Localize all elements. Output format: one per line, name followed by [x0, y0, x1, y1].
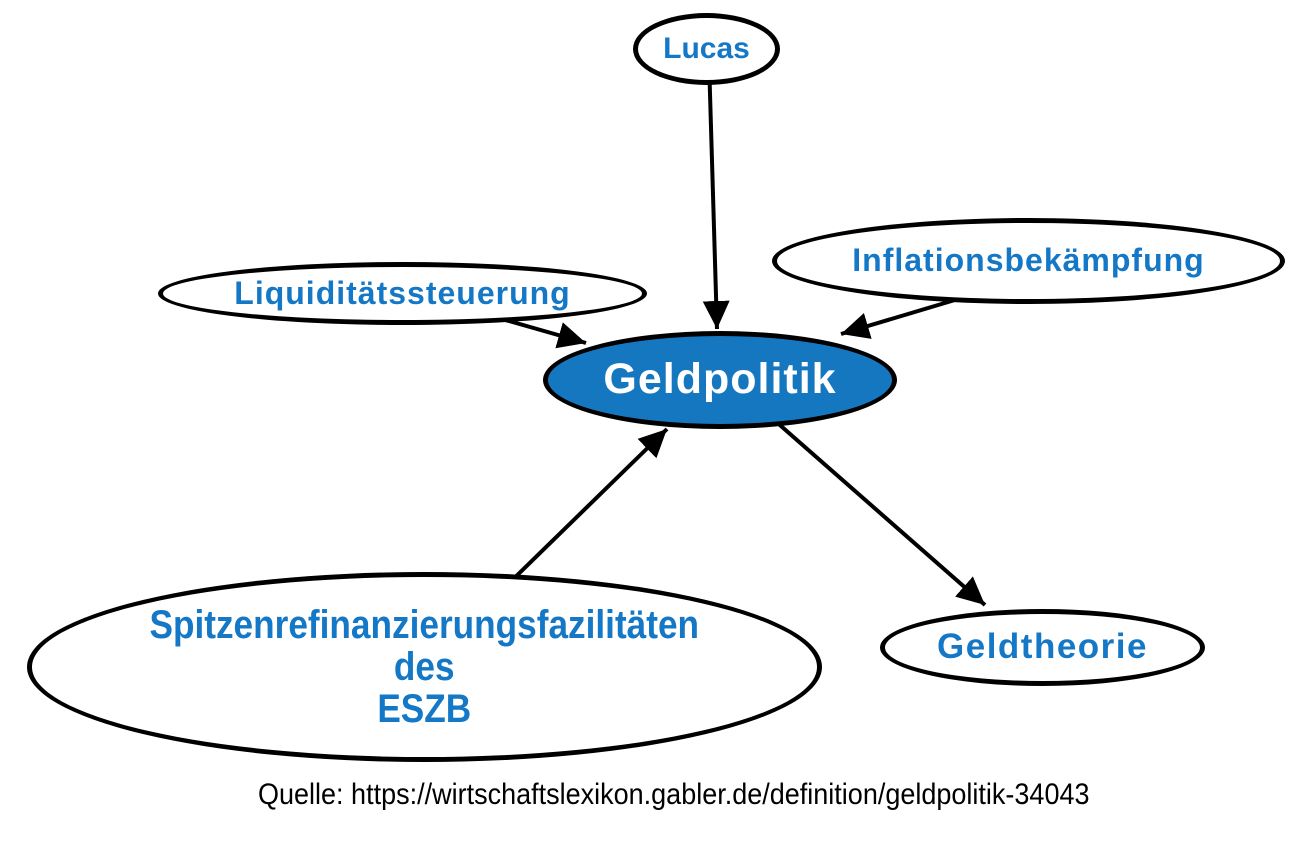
node-lucas[interactable]: Lucas — [633, 13, 780, 85]
node-eszb-label: Spitzenrefinanzierungsfazilitäten des ES… — [149, 603, 700, 731]
node-geldtheorie-label: Geldtheorie — [937, 627, 1148, 667]
node-geldpolitik-label: Geldpolitik — [603, 355, 837, 404]
edge-lucas-to-geldpolitik — [702, 59, 730, 330]
node-spitzenrefinanzierungsfazilitaeten-des-eszb[interactable]: Spitzenrefinanzierungsfazilitäten des ES… — [27, 572, 822, 762]
node-inflationsbekaempfung[interactable]: Inflationsbekämpfung — [772, 218, 1285, 304]
node-liquiditaetssteuerung[interactable]: Liquiditätssteuerung — [158, 262, 647, 325]
node-geldtheorie[interactable]: Geldtheorie — [880, 609, 1205, 686]
edge-geldpolitik-to-geldtheorie — [763, 410, 987, 607]
source-caption: Quelle: https://wirtschaftslexikon.gable… — [258, 778, 1090, 811]
node-geldpolitik-central[interactable]: Geldpolitik — [543, 331, 897, 429]
edge-eszb-to-geldpolitik — [498, 427, 669, 594]
node-liquiditaetssteuerung-label: Liquiditätssteuerung — [234, 274, 571, 311]
node-lucas-label: Lucas — [663, 32, 750, 66]
node-inflationsbekaempfung-label: Inflationsbekämpfung — [852, 242, 1205, 279]
